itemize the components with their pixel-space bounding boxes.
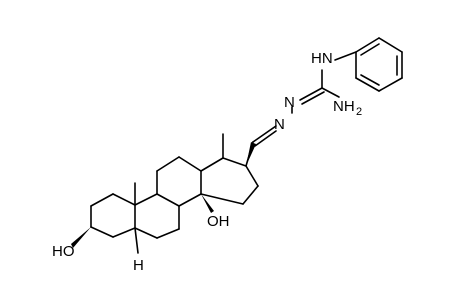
oh-14-label: OH (207, 213, 230, 230)
ring-b (134, 193, 180, 239)
ring-d (200, 157, 259, 205)
nh2-subscript: 2 (356, 106, 362, 118)
stereo-oh-3 (71, 227, 91, 248)
stereo-c17-hashed (245, 141, 256, 167)
h-5-label: H (133, 257, 144, 274)
ring-c (156, 156, 202, 207)
side-chain (252, 51, 357, 147)
nh2-label: NH (333, 98, 355, 115)
stereo-oh-14 (201, 194, 214, 213)
nh-label: HN (311, 50, 333, 67)
azine-n-1-label: N (284, 94, 295, 111)
phenyl-ring (355, 37, 403, 92)
oh-3-label: HO (52, 243, 75, 260)
stereo-h-5 (134, 227, 139, 254)
ring-a (90, 193, 136, 238)
azine-n-2-label: N (274, 116, 285, 133)
